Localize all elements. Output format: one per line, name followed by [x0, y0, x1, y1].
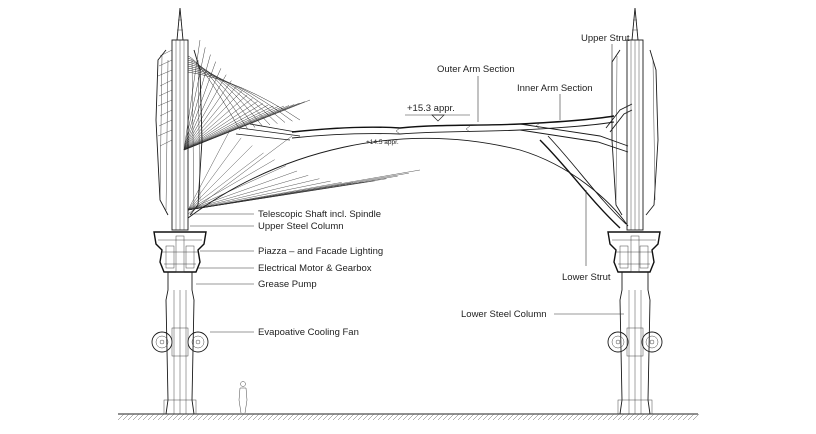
label-level-main: +15.3 appr.	[407, 103, 455, 114]
label-lighting: Piazza – and Facade Lighting	[258, 246, 383, 257]
label-grease-pump: Grease Pump	[258, 279, 317, 290]
right-column	[607, 7, 661, 415]
label-lower-strut: Lower Strut	[562, 272, 611, 283]
label-upper-strut: Upper Strut	[581, 33, 630, 44]
label-outer-arm-section: Outer Arm Section	[437, 64, 515, 75]
label-upper-steel-column: Upper Steel Column	[258, 221, 344, 232]
left-cooling-fan-right	[187, 331, 209, 353]
ground-line	[117, 413, 700, 421]
label-cooling-fan: Evapoative Cooling Fan	[258, 327, 359, 338]
left-umbrella-fan	[157, 39, 421, 211]
label-inner-arm-section: Inner Arm Section	[517, 83, 593, 94]
label-lower-steel-column: Lower Steel Column	[461, 309, 547, 320]
human-figure	[238, 381, 248, 414]
leader-lines	[190, 44, 624, 333]
right-cooling-fan-left	[607, 331, 629, 353]
extended-arm	[187, 103, 633, 229]
level-marker	[405, 114, 470, 122]
label-telescopic-shaft: Telescopic Shaft incl. Spindle	[258, 209, 381, 220]
left-cooling-fan-left	[151, 331, 173, 353]
label-level-sub: +14.5 appr.	[366, 139, 399, 146]
label-motor-gearbox: Electrical Motor & Gearbox	[258, 263, 372, 274]
right-cooling-fan-right	[641, 331, 663, 353]
